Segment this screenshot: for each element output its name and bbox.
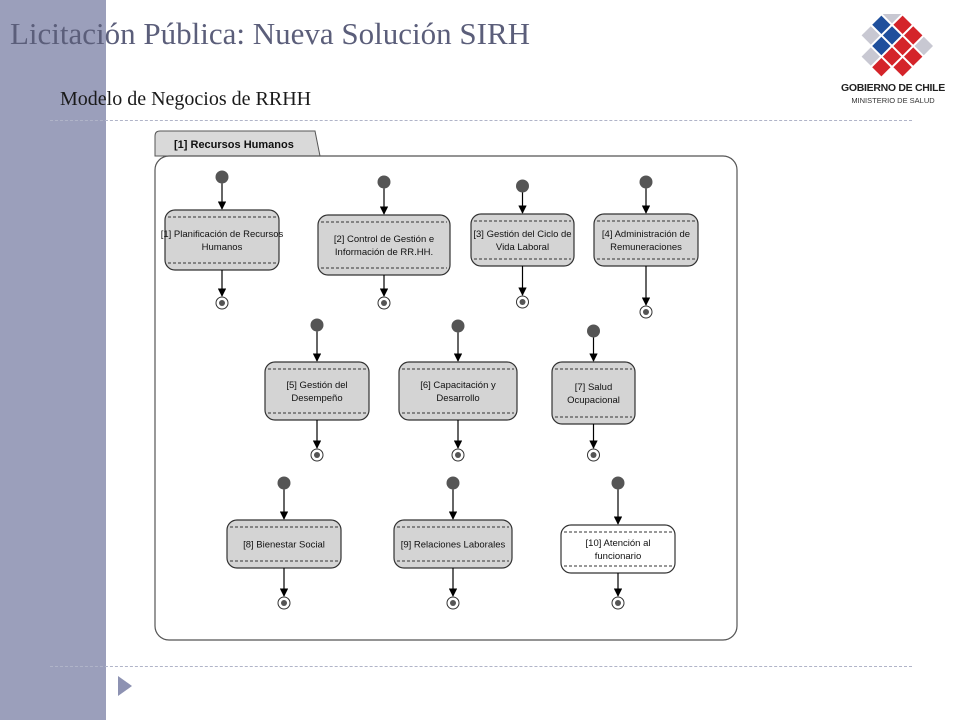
initial-node xyxy=(377,175,391,189)
final-node-dot xyxy=(219,300,225,306)
top-divider xyxy=(50,120,912,121)
activity-8: [8] Bienestar Social xyxy=(226,476,342,610)
final-node-dot xyxy=(314,452,320,458)
initial-node xyxy=(587,324,600,338)
package-tab-label: [1] Recursos Humanos xyxy=(174,139,294,151)
activity-label: [1] Planificación de Recursos xyxy=(161,229,284,240)
logo-emblem xyxy=(861,4,934,77)
activity-10: [10] Atención al funcionario xyxy=(560,476,676,610)
activity-label: [7] Salud xyxy=(575,382,613,393)
activity-box xyxy=(593,213,699,267)
activity-label: [6] Capacitación y xyxy=(420,380,496,391)
activity-label: Desempeño xyxy=(291,393,342,404)
initial-node xyxy=(277,476,291,490)
activity-label: [10] Atención al xyxy=(586,538,651,549)
final-node-dot xyxy=(615,600,621,606)
initial-node xyxy=(516,179,529,193)
activity-label: funcionario xyxy=(595,551,641,562)
bullet-arrow-icon xyxy=(118,676,132,696)
activity-4: [4] Administración de Remuneraciones xyxy=(593,175,699,319)
final-node-dot xyxy=(455,452,461,458)
activity-box xyxy=(264,361,370,421)
final-node-dot xyxy=(643,309,649,315)
activity-6: [6] Capacitación y Desarrollo xyxy=(398,319,518,462)
activity-label: [3] Gestión del Ciclo de xyxy=(473,229,571,240)
bottom-divider xyxy=(50,666,912,667)
activity-3: [3] Gestión del Ciclo de Vida Laboral xyxy=(470,179,575,309)
final-node-dot xyxy=(281,600,287,606)
activity-label: [2] Control de Gestión e xyxy=(334,234,434,245)
activity-label: [4] Administración de xyxy=(602,229,690,240)
activity-box xyxy=(164,209,280,271)
activity-2: [2] Control de Gestión e Información de R… xyxy=(317,175,451,310)
initial-node xyxy=(215,170,229,184)
slide-subtitle: Modelo de Negocios de RRHH xyxy=(60,88,312,110)
activity-diagram: [1] Recursos Humanos [1] Planificación d… xyxy=(154,130,738,641)
final-node-dot xyxy=(519,299,526,305)
initial-node xyxy=(310,318,324,332)
activity-label: Humanos xyxy=(202,242,243,253)
activity-label: Desarrollo xyxy=(436,393,479,404)
activity-label: Vida Laboral xyxy=(496,242,549,253)
activity-box xyxy=(317,214,451,276)
government-logo: GOBIERNO DE CHILE MINISTERIO DE SALUD xyxy=(838,4,948,110)
activity-label: Información de RR.HH. xyxy=(335,247,433,258)
logo-line-1: GOBIERNO DE CHILE xyxy=(841,82,945,94)
initial-node xyxy=(446,476,460,490)
activity-label: [9] Relaciones Laborales xyxy=(401,540,506,551)
activity-9: [9] Relaciones Laborales xyxy=(393,476,513,610)
initial-node xyxy=(639,175,653,189)
slide-title: Licitación Pública: Nueva Solución SIRH xyxy=(10,16,531,51)
activity-box xyxy=(560,524,676,574)
initial-node xyxy=(611,476,625,490)
activity-box xyxy=(398,361,518,421)
activity-label: [5] Gestión del xyxy=(286,380,347,391)
activity-label: [8] Bienestar Social xyxy=(243,540,325,551)
final-node-dot xyxy=(590,452,597,458)
initial-node xyxy=(451,319,465,333)
final-node-dot xyxy=(450,600,456,606)
activity-label: Ocupacional xyxy=(567,395,620,406)
final-node-dot xyxy=(381,300,387,306)
activity-label: Remuneraciones xyxy=(610,242,682,253)
package-tab xyxy=(154,130,321,157)
activity-box xyxy=(551,361,636,425)
activity-box xyxy=(470,213,575,267)
logo-line-2: MINISTERIO DE SALUD xyxy=(851,96,935,105)
